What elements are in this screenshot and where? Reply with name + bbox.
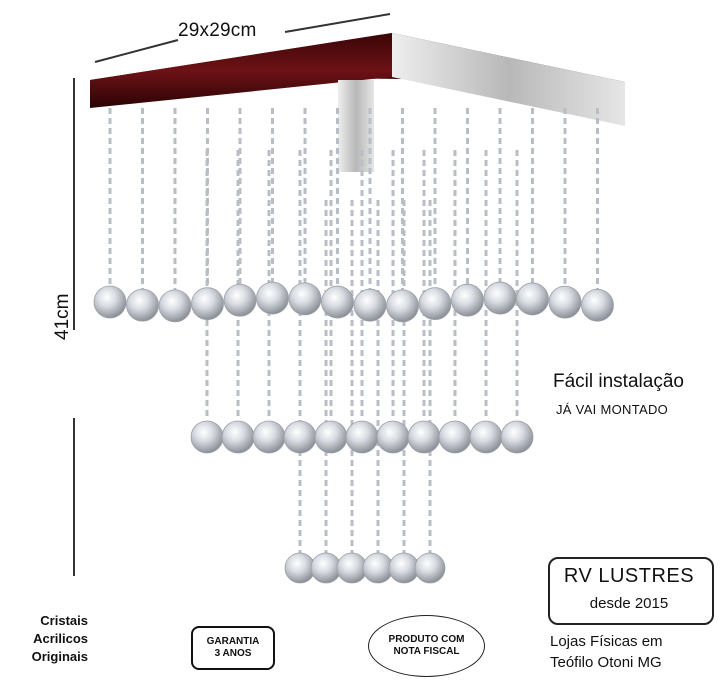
crystals-line-2: Acrilicos bbox=[33, 631, 88, 646]
crystal-ball bbox=[388, 552, 420, 584]
pre-assembled-subtitle: JÁ VAI MONTADO bbox=[556, 402, 669, 417]
crystal-ball bbox=[345, 420, 379, 454]
crystal-balls bbox=[93, 281, 614, 584]
crystal-ball bbox=[469, 420, 503, 454]
crystal-ball bbox=[283, 420, 317, 454]
width-label: 29x29cm bbox=[178, 20, 257, 41]
crystal-ball bbox=[516, 282, 549, 316]
invoice-line-1: PRODUTO COM bbox=[388, 634, 465, 645]
crystals-line-1: Cristais bbox=[40, 613, 88, 628]
crystal-ball bbox=[158, 289, 192, 323]
crystal-ball bbox=[376, 420, 410, 454]
warranty-badge: GARANTIA 3 ANOS bbox=[191, 626, 275, 670]
brand-since: desde 2015 bbox=[589, 595, 669, 612]
crystal-ball bbox=[418, 287, 452, 321]
crystals-note: Cristais Acrilicos Originais bbox=[6, 612, 88, 666]
brand-name: RV LUSTRES bbox=[563, 565, 695, 587]
crystal-ball bbox=[221, 420, 255, 454]
crystal-ball bbox=[353, 288, 387, 322]
crystal-ball bbox=[190, 420, 224, 454]
brand-badge bbox=[548, 557, 714, 625]
crystal-ball bbox=[407, 420, 441, 454]
crystals-line-3: Originais bbox=[31, 649, 88, 664]
invoice-badge: PRODUTO COM NOTA FISCAL bbox=[368, 615, 485, 677]
warranty-line-2: 3 ANOS bbox=[214, 648, 252, 659]
crystal-ball bbox=[336, 552, 368, 584]
crystal-ball bbox=[500, 420, 534, 454]
crystal-ball bbox=[386, 289, 419, 323]
center-pole bbox=[338, 80, 374, 172]
crystal-ball bbox=[314, 420, 348, 454]
crystal-ball bbox=[451, 283, 484, 317]
invoice-line-2: NOTA FISCAL bbox=[393, 646, 460, 657]
crystal-strands bbox=[108, 108, 599, 553]
crystal-ball bbox=[321, 285, 354, 319]
stores-note: Lojas Físicas em Teófilo Otoni MG bbox=[550, 631, 663, 673]
crystal-ball bbox=[362, 552, 394, 584]
stores-line-1: Lojas Físicas em bbox=[550, 633, 663, 650]
crystal-ball bbox=[483, 281, 517, 315]
width-dimension-line bbox=[284, 13, 391, 33]
crystal-ball bbox=[284, 552, 316, 584]
warranty-line-1: GARANTIA bbox=[206, 636, 260, 647]
crystal-ball bbox=[126, 288, 159, 322]
canopy-side bbox=[392, 33, 625, 126]
easy-install-title: Fácil instalação bbox=[553, 371, 684, 392]
crystal-ball bbox=[191, 287, 224, 321]
height-label: 41cm bbox=[52, 293, 73, 340]
crystal-ball bbox=[548, 285, 582, 319]
crystal-ball bbox=[93, 285, 127, 319]
crystal-ball bbox=[310, 552, 342, 584]
crystal-ball bbox=[288, 282, 322, 316]
crystal-ball bbox=[252, 420, 286, 454]
crystal-ball bbox=[581, 288, 614, 322]
crystal-ball bbox=[223, 283, 257, 317]
stores-line-2: Teófilo Otoni MG bbox=[550, 654, 662, 671]
crystal-ball bbox=[438, 420, 472, 454]
width-dimension-line bbox=[94, 39, 179, 63]
canopy-front bbox=[90, 33, 392, 108]
crystal-ball bbox=[256, 281, 289, 315]
crystal-ball bbox=[414, 552, 446, 584]
